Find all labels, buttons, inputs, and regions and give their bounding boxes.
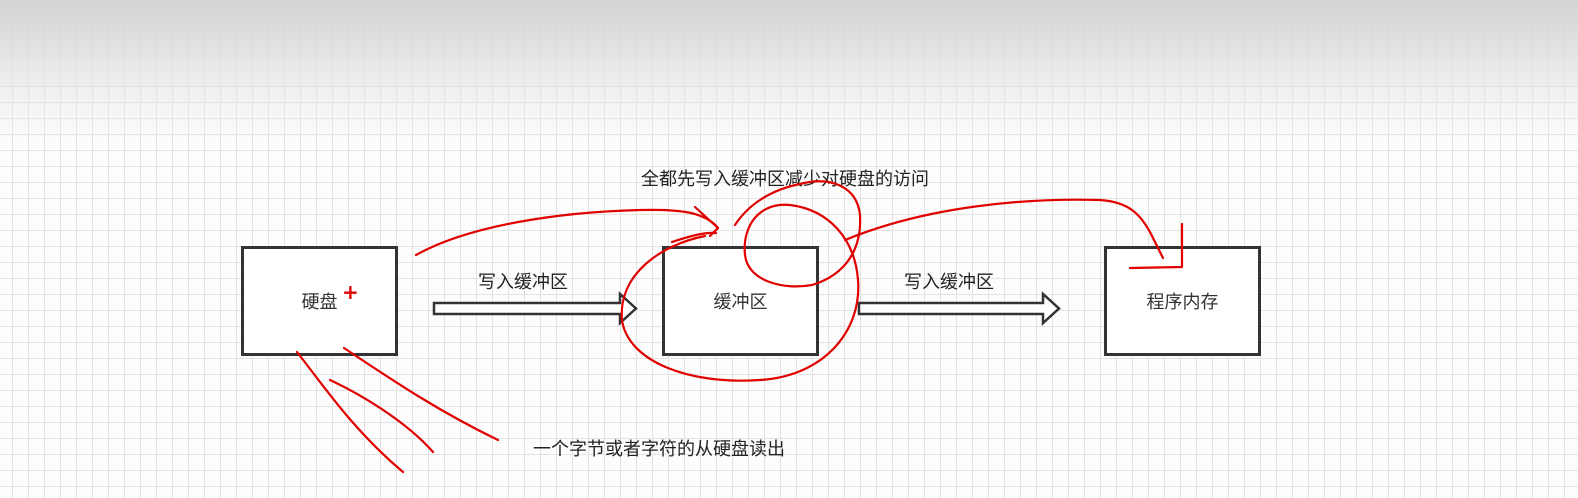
buffer-node[interactable]: 缓冲区: [662, 246, 819, 356]
arrow-disk-to-buffer[interactable]: [432, 291, 638, 326]
edge-label-buffer-to-memory: 写入缓冲区: [904, 272, 994, 293]
bottom-annotation: 一个字节或者字符的从硬盘读出: [533, 439, 785, 460]
circle-around-buffer-stroke: [620, 180, 862, 382]
edge-label-disk-to-buffer: 写入缓冲区: [478, 272, 568, 293]
arrow-buffer-to-memory[interactable]: [857, 291, 1061, 326]
handwriting-strokes: [295, 180, 1184, 474]
disk-bottom-stroke-1: [342, 346, 500, 442]
disk-to-top-stroke: [414, 208, 720, 257]
plus-mark: +: [342, 280, 359, 304]
buffer-node-label: 缓冲区: [713, 292, 768, 313]
disk-to-top-arrowhead: [693, 205, 720, 238]
disk-bottom-stroke-3: [295, 350, 405, 474]
buffer-to-memory-stroke: [843, 198, 1165, 260]
disk-node-label: 硬盘: [301, 292, 338, 313]
top-annotation: 全都先写入缓冲区减少对硬盘的访问: [641, 169, 929, 190]
memory-arrowhead: [1128, 222, 1184, 270]
memory-node-label: 程序内存: [1146, 292, 1219, 313]
disk-node[interactable]: 硬盘: [241, 246, 398, 356]
buffer-top-scribble: [670, 231, 718, 244]
disk-bottom-stroke-2: [328, 378, 435, 454]
canvas-top-fade: [0, 0, 1578, 150]
